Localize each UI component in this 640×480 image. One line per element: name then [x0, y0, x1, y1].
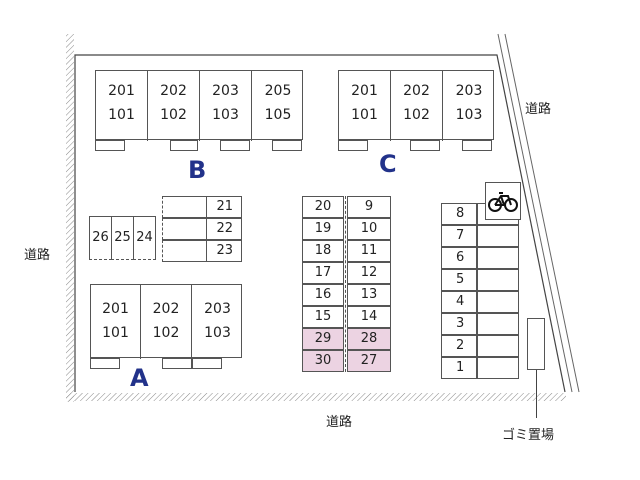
porch — [192, 358, 222, 369]
parking-space-18: 18 — [302, 240, 344, 262]
building-c-label: C — [379, 150, 397, 178]
parking-space-30: 30 — [302, 350, 344, 372]
porch — [162, 358, 192, 369]
road-label-bottom: 道路 — [326, 415, 353, 430]
parking-space-5: 5 — [441, 269, 477, 291]
bicycle-icon — [488, 192, 518, 212]
parking-space-9: 9 — [347, 196, 391, 218]
parking-space-14: 14 — [347, 306, 391, 328]
stall-extension — [477, 269, 519, 291]
parking-space-19: 19 — [302, 218, 344, 240]
parking-space-16: 16 — [302, 284, 344, 306]
porch — [272, 140, 302, 151]
parking-space-27: 27 — [347, 350, 391, 372]
parking-space-7: 7 — [441, 225, 477, 247]
stall-extension — [477, 291, 519, 313]
parking-space-29: 29 — [302, 328, 344, 350]
porch — [410, 140, 440, 151]
parking-space-12: 12 — [347, 262, 391, 284]
porch — [170, 140, 198, 151]
road-label-left: 道路 — [24, 248, 51, 263]
garbage-area-label: ゴミ置場 — [502, 428, 555, 443]
parking-space-15: 15 — [302, 306, 344, 328]
parking-space-13: 13 — [347, 284, 391, 306]
center-divider — [345, 196, 346, 372]
parking-space-2: 2 — [441, 335, 477, 357]
road-label-top-right: 道路 — [525, 102, 552, 117]
garbage-leader-line — [536, 370, 537, 418]
stall-extension — [477, 357, 519, 379]
parking-space-28: 28 — [347, 328, 391, 350]
parking-space-8: 8 — [441, 203, 477, 225]
building-b-label: B — [188, 156, 207, 184]
stall-extension — [477, 225, 519, 247]
porch — [338, 140, 368, 151]
bicycle-parking — [485, 182, 521, 220]
parking-space-1: 1 — [441, 357, 477, 379]
garbage-area — [527, 318, 545, 370]
parking-space-10: 10 — [347, 218, 391, 240]
porch — [95, 140, 125, 151]
parking-space-4: 4 — [441, 291, 477, 313]
parking-space-6: 6 — [441, 247, 477, 269]
parking-space-21: 21 — [162, 196, 242, 218]
stall-extension — [477, 313, 519, 335]
parking-space-24: 24 — [133, 216, 156, 260]
parking-space-23: 23 — [162, 240, 242, 262]
parking-space-25: 25 — [111, 216, 134, 260]
parking-space-22: 22 — [162, 218, 242, 240]
porch — [90, 358, 120, 369]
porch — [462, 140, 492, 151]
parking-space-11: 11 — [347, 240, 391, 262]
parking-space-17: 17 — [302, 262, 344, 284]
stall-extension — [477, 247, 519, 269]
stall-extension — [477, 335, 519, 357]
porch — [220, 140, 250, 151]
parking-space-20: 20 — [302, 196, 344, 218]
building-a-label: A — [130, 364, 149, 392]
stall-divider — [206, 196, 207, 262]
parking-space-26: 26 — [89, 216, 112, 260]
parking-space-3: 3 — [441, 313, 477, 335]
